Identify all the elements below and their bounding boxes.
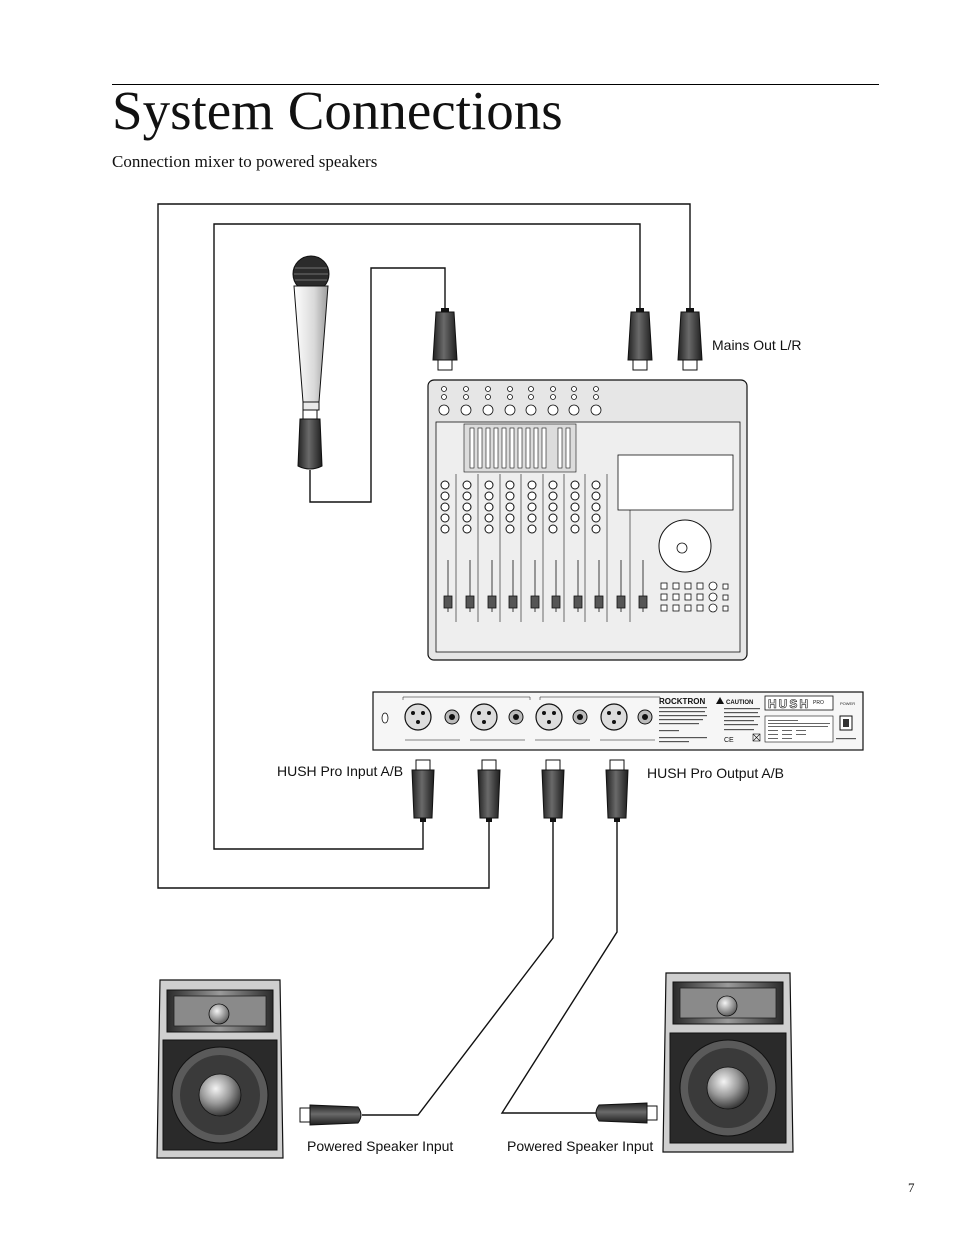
xlr-plug-mic (297, 407, 323, 470)
mixer-meters (469, 427, 571, 469)
mixer-buttons (660, 581, 729, 613)
mixer (427, 379, 748, 661)
xlr-plug-hush-input-a (411, 759, 435, 822)
mixer-input-jacks (438, 386, 602, 416)
cable-output-a (362, 820, 554, 1116)
page-subtitle: Connection mixer to powered speakers (112, 152, 378, 171)
label-mains-out: Mains Out L/R (712, 337, 801, 353)
title-rule (112, 84, 879, 85)
xlr-plug-hush-input-b (477, 759, 501, 822)
mixer-knobs (440, 480, 601, 534)
label-hush-input: HUSH Pro Input A/B (277, 763, 403, 779)
speaker-right (662, 972, 794, 1153)
hush-logo-box (764, 695, 834, 711)
xlr-plug-mains-left (627, 308, 653, 371)
hush-caution-text: CAUTION (726, 700, 753, 706)
hush-power-label: POWER (840, 701, 855, 706)
mixer-faders (443, 560, 648, 612)
speaker-left (156, 979, 284, 1159)
cable-mains-right (157, 203, 691, 889)
cables (157, 203, 691, 1116)
xlr-plug-speaker-right (595, 1102, 658, 1124)
hush-logo-text: HUSH (768, 697, 810, 711)
xlr-plug-speaker-left (299, 1104, 362, 1126)
hush-xlr-jacks (404, 703, 653, 731)
xlr-plug-mic-mixer (432, 308, 458, 371)
xlr-plug-hush-output-b (605, 759, 629, 822)
mixer-display (617, 454, 734, 511)
microphone-icon (292, 255, 330, 411)
speaker-left-cone-icon (198, 1073, 242, 1117)
hush-brand-text: ROCKTRON (659, 697, 705, 706)
cable-output-b (500, 820, 618, 1114)
xlr-plug-mains-right (677, 308, 703, 371)
hush-logo-suffix: PRO (813, 700, 824, 706)
hush-pro-unit: ROCKTRON CAUTION CE HUSH PRO (372, 691, 864, 751)
label-hush-output: HUSH Pro Output A/B (647, 765, 784, 781)
cable-mic (309, 267, 446, 503)
page-title: System Connections (112, 80, 563, 141)
page-number: 7 (908, 1180, 915, 1195)
cable-mains-left (213, 223, 641, 850)
hush-ce-mark: CE (724, 737, 734, 744)
xlr-plug-hush-output-a (541, 759, 565, 822)
speaker-right-cone-icon (706, 1066, 750, 1110)
label-speaker-input-right: Powered Speaker Input (507, 1138, 653, 1154)
label-speaker-input-left: Powered Speaker Input (307, 1138, 453, 1154)
